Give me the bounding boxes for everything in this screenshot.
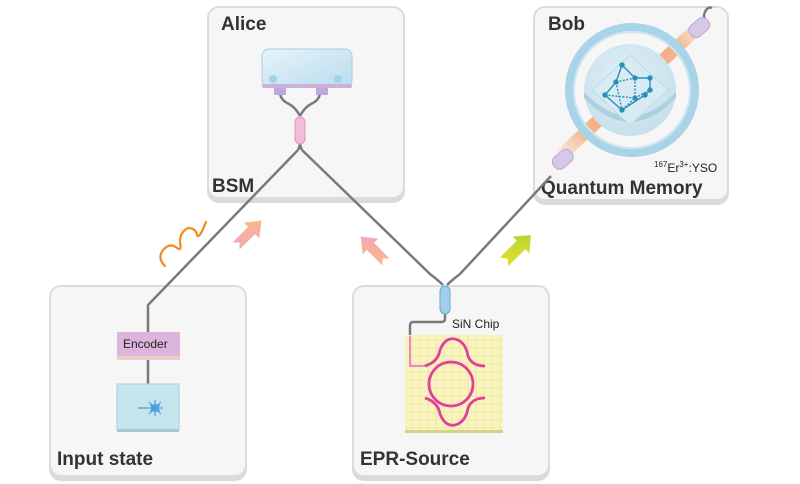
- host-crystal: :YSO: [688, 161, 718, 175]
- fiber-bsm-to-detector-right: [298, 91, 322, 117]
- quantum-memory-label: Quantum Memory: [541, 178, 703, 199]
- alice-title: Alice: [221, 14, 267, 35]
- arrow-epr-to-bsm: [360, 236, 390, 266]
- fiber-coupler-to-chip: [408, 313, 447, 336]
- crystal-label: 167Er3+:YSO: [654, 160, 717, 175]
- sin-chip-label: SiN Chip: [452, 317, 500, 331]
- charge-superscript: 3+: [679, 160, 689, 169]
- alice-panel: Alice BSM: [207, 6, 405, 199]
- bob-title: Bob: [548, 14, 585, 35]
- detector-connector-left: [274, 88, 286, 95]
- detector-port-left: [269, 75, 277, 83]
- input-state-title: Input state: [57, 449, 154, 470]
- crystal-diamond: [591, 54, 669, 126]
- fiber-epr-to-bob: [446, 175, 552, 286]
- bsm-detector: [261, 48, 353, 95]
- laser-star-icon: [138, 400, 163, 416]
- encoder-label: Encoder: [123, 337, 168, 351]
- optical-fibers: [146, 6, 713, 384]
- arrow-epr-to-bob: [499, 235, 531, 267]
- isotope-superscript: 167: [654, 160, 668, 169]
- chip-ring-resonator: [424, 337, 486, 427]
- crystal-lattice-icon: [602, 62, 653, 113]
- sin-chip: [405, 335, 503, 433]
- collimator-top: [688, 17, 711, 39]
- chip-input-waveguide: [409, 336, 425, 367]
- fiber-input-to-bsm: [146, 149, 299, 334]
- cavity-ring: [565, 23, 699, 157]
- arrow-input-to-bsm: [232, 220, 262, 250]
- encoder-module: [117, 332, 180, 360]
- detector-connector-right: [316, 88, 328, 95]
- epr-source-title: EPR-Source: [360, 449, 470, 470]
- bsm-beam-splitter: [294, 116, 306, 145]
- quantum-memory: [551, 15, 711, 170]
- laser-source: [116, 383, 180, 432]
- bsm-label: BSM: [212, 176, 255, 197]
- photon-wave-icon: [159, 220, 208, 268]
- detector-port-right: [334, 75, 342, 83]
- fiber-epr-to-bsm: [301, 149, 444, 286]
- element-symbol: Er: [667, 161, 680, 175]
- collimator-bottom: [551, 148, 574, 170]
- fiber-bsm-to-detector-left: [278, 91, 302, 117]
- epr-beam-splitter: [439, 285, 451, 315]
